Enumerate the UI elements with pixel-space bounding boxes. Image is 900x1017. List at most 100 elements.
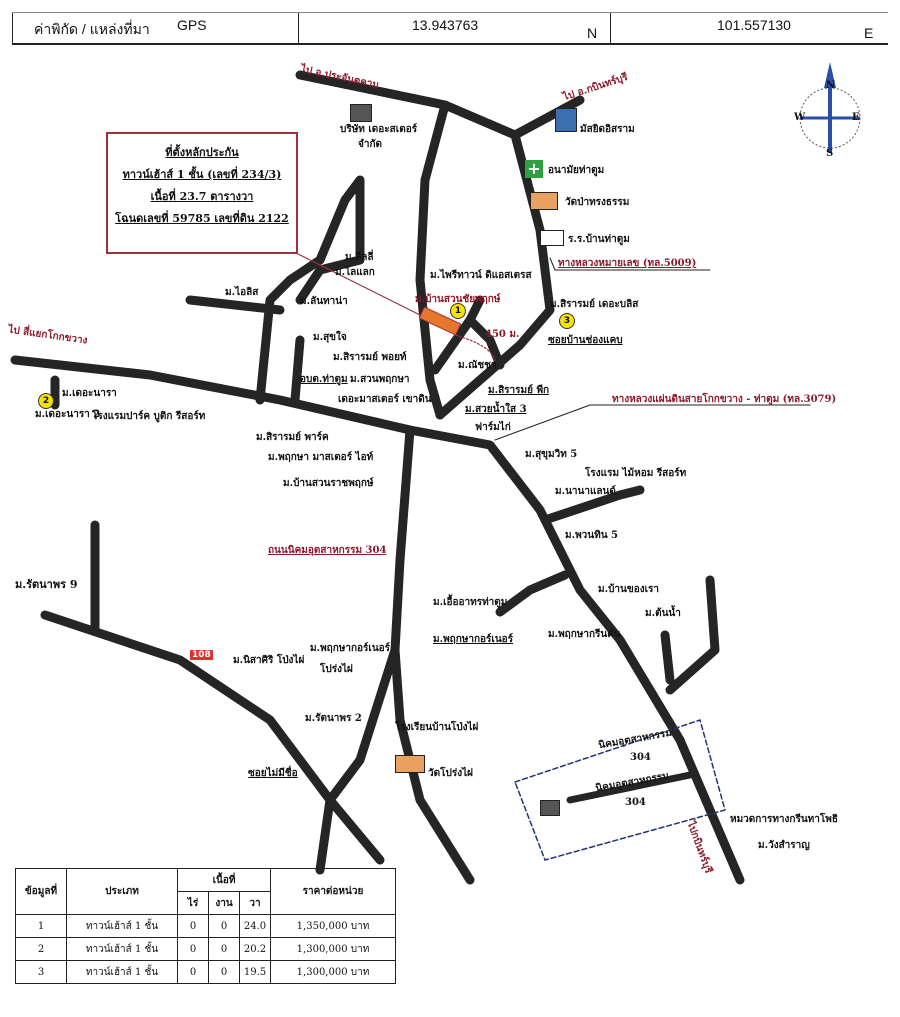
health-cross-icon: +: [525, 160, 543, 178]
distance-path: [454, 334, 496, 361]
label-hwy3079: ทางหลวงแผ่นดินสายโกกขวาง - ท่าตูม (ทล.30…: [612, 394, 837, 405]
label-suaynamsai: ม.สวยน้ำใส 3: [465, 404, 527, 415]
label-industrial-road: ถนนนิคมอุตสาหกรรม 304: [268, 545, 387, 556]
label-maihom: โรงแรม ไม้หอม รีสอร์ท: [585, 468, 687, 479]
col-ngan: งาน: [208, 891, 240, 915]
col-no: ข้อมูลที่: [15, 868, 67, 915]
road-sukjai: [290, 335, 305, 405]
leader-3079: [494, 404, 811, 441]
road-304: [390, 425, 475, 885]
label-tonnam: ม.ต้นน้ำ: [645, 608, 681, 619]
label-sirarom-point: ม.สิรารมย์ พอยท์: [333, 352, 407, 363]
label-pruksa-corner-pp: ม.พฤกษากอร์เนอร์: [310, 643, 391, 654]
leader-5009: [549, 257, 711, 271]
road-tonnam-2: [660, 630, 675, 685]
road-west-south: [40, 610, 335, 875]
label-lantana: ม.ลันทาน่า: [300, 296, 348, 307]
label-rattanaporn9: ม.รัตนาพร 9: [15, 578, 78, 591]
label-pruksa-green: ม.พฤกษากรีนตัน: [548, 629, 621, 640]
coordinates-header: ค่าพิกัด / แหล่งที่มา GPS 13.943763 N 10…: [12, 12, 888, 45]
label-lilly: ม.ลิลลี่: [345, 252, 374, 263]
temple-icon: [530, 192, 558, 210]
collateral-pointer: [297, 253, 431, 321]
school-icon: [540, 230, 564, 246]
label-thenara: ม.เดอะนารา: [62, 388, 117, 399]
road-main-3079: [10, 355, 745, 885]
collateral-title: ที่ตั้งหลักประกัน: [165, 146, 239, 159]
label-suanpruksa: ม.สวนพฤกษา: [350, 374, 410, 385]
label-iris: ม.ไอลิส: [225, 287, 259, 298]
road-north-west: [295, 70, 585, 140]
road-central-north: [415, 100, 450, 420]
label-industrial1-no: 304: [630, 752, 651, 763]
industrial-zone-border: [514, 719, 726, 861]
cell-price: 1,300,000 บาท: [270, 937, 396, 961]
label-distance: 450 ม.: [485, 329, 520, 340]
label-master-khaodin: เดอะมาสเตอร์ เขาดิน: [338, 394, 432, 405]
pin-1: 1: [450, 303, 466, 319]
col-area: เนื้อที่: [177, 868, 271, 892]
label-pruksa-corner-pp-2: โปร่งไผ่: [320, 664, 353, 675]
header-divider: [12, 13, 13, 43]
label-rattanaporn2: ม.รัตนาพร 2: [305, 713, 362, 724]
latitude-suffix: N: [587, 25, 598, 41]
label-highway-dept: หมวดการทางกรีนทาโพธิ: [730, 814, 838, 825]
factory-icon: [540, 800, 560, 816]
temple-icon: [395, 755, 425, 773]
source-label: ค่าพิกัด / แหล่งที่มา: [34, 21, 150, 37]
cell-no: 1: [15, 914, 67, 938]
label-natcha: ม.ณัชชา: [458, 360, 497, 371]
label-health: อนามัยท่าตูม: [548, 165, 605, 176]
cell-wa: 20.2: [239, 937, 271, 961]
header-divider: [610, 13, 611, 43]
subject-parcel: [418, 306, 462, 336]
label-sirarom-bliss: ม.สิรารมย์ เดอะบลิส: [550, 299, 639, 310]
label-thenara2: ม.เดอะนารา 2: [35, 409, 101, 420]
label-company: บริษัท เดอะสเตอร์: [340, 124, 418, 135]
label-subject-village: ม.บ้านสวนชัยพฤกษ์: [415, 294, 501, 305]
cell-ngan: 0: [208, 960, 240, 984]
road-ueaarthon: [495, 570, 570, 617]
compass-e: E: [852, 112, 860, 123]
label-park-hotel: โรงแรมปาร์ค บูติก รีสอร์ท: [92, 411, 206, 422]
road-tonnam: [665, 575, 720, 695]
label-wangsamran: ม.วังสำราญ: [758, 840, 810, 851]
cell-wa: 24.0: [239, 914, 271, 938]
label-bankhongrao: ม.บ้านของเรา: [598, 584, 660, 595]
label-suanratcha: ม.บ้านสวนราชพฤกษ์: [283, 478, 374, 489]
label-nanaland: ม.นานาแลนด์: [555, 486, 616, 497]
label-school1: ร.ร.บ้านท่าตูม: [568, 234, 630, 245]
collateral-type: ทาวน์เฮ้าส์ 1 ชั้น (เลขที่ 234/3): [122, 168, 282, 181]
label-soi-noname: ซอยไม่มีชื่อ: [248, 768, 298, 779]
compass-rose-icon: [799, 62, 861, 152]
label-nisasiri: ม.นิสาศิริ โป่งไผ่: [233, 655, 305, 666]
cell-rai: 0: [177, 937, 209, 961]
label-temple1: วัดป่าทรงธรรม: [565, 197, 630, 208]
label-soi-chongkhaep: ซอยบ้านช่องแคบ: [548, 335, 623, 346]
label-temple2: วัดโปร่งไผ่: [428, 768, 473, 779]
cell-type: ทาวน์เฮ้าส์ 1 ชั้น: [66, 914, 178, 938]
label-privy: ม.ไพรีทาวน์ ดิแอสเตรส: [430, 270, 532, 281]
price-table: ข้อมูลที่ ประเภท เนื้อที่ ราคาต่อหน่วย ไ…: [15, 868, 396, 984]
label-pruksa-master: ม.พฤกษา มาสเตอร์ ไอท์: [268, 452, 374, 463]
label-sukhumvit5: ม.สุขุมวิท 5: [525, 449, 578, 460]
col-wa: วา: [239, 891, 271, 915]
road-soi-noname: [325, 645, 400, 865]
col-price: ราคาต่อหน่วย: [270, 868, 396, 915]
compass-s: S: [826, 148, 834, 159]
label-sirarom-park: ม.สิรารมย์ พาร์ค: [256, 432, 329, 443]
cell-rai: 0: [177, 960, 209, 984]
cell-rai: 0: [177, 914, 209, 938]
cell-ngan: 0: [208, 914, 240, 938]
route-108-sign: 108: [190, 650, 213, 660]
col-rai: ไร่: [177, 891, 209, 915]
header-divider: [298, 13, 299, 43]
pin-3: 3: [559, 313, 575, 329]
cell-wa: 19.5: [239, 960, 271, 984]
cell-no: 2: [15, 937, 67, 961]
col-type: ประเภท: [66, 868, 178, 915]
mosque-icon: [555, 108, 577, 132]
compass-n: N: [826, 80, 836, 91]
